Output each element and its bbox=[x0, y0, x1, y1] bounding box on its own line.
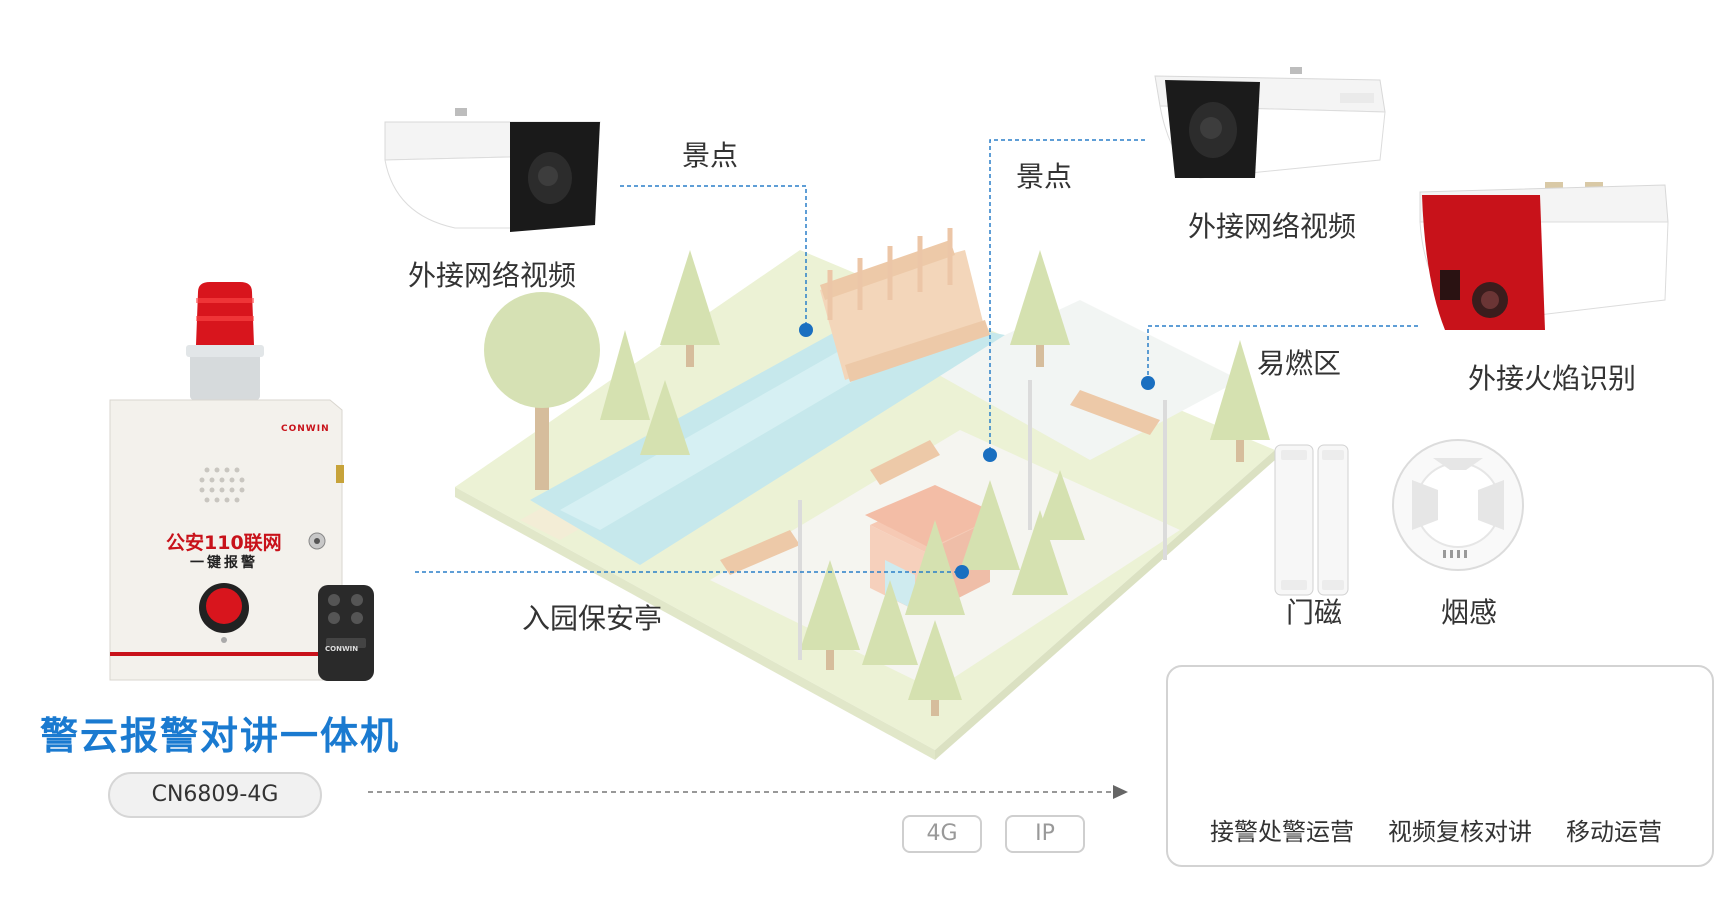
security-booth-label: 入园保安亭 bbox=[522, 602, 663, 635]
smoke-detector-illustration bbox=[1392, 439, 1524, 571]
network-camera-right-illustration bbox=[1154, 67, 1386, 179]
network-badge-ip: IP bbox=[1005, 815, 1085, 853]
leader-lines bbox=[415, 139, 1418, 573]
platform-item-mobile-ops: 移动运营 bbox=[1566, 818, 1662, 846]
flame-camera-illustration bbox=[1419, 182, 1669, 330]
bridge-illustration bbox=[820, 228, 990, 382]
scenic-spot-label-left: 景点 bbox=[682, 139, 739, 172]
door-sensor-label: 门磁 bbox=[1286, 596, 1343, 629]
round-tree-illustration bbox=[484, 292, 600, 490]
scenic-spot-marker-right bbox=[983, 448, 997, 462]
scenic-spot-marker-left bbox=[799, 323, 813, 337]
network-camera-left-illustration bbox=[384, 108, 601, 232]
flammable-zone-marker bbox=[1141, 376, 1155, 390]
alarm-intercom-device-illustration bbox=[109, 282, 374, 681]
platform-item-video-review: 视频复核对讲 bbox=[1388, 818, 1532, 846]
device-panel-line2: 一键报警 bbox=[190, 555, 258, 571]
camera-right-label: 外接网络视频 bbox=[1188, 210, 1357, 243]
smoke-sensor-label: 烟感 bbox=[1441, 596, 1498, 629]
door-sensor-illustration bbox=[1274, 444, 1349, 596]
remote-brand-logo: CONWIN bbox=[325, 645, 359, 653]
scenic-spot-label-right: 景点 bbox=[1016, 160, 1073, 193]
camera-left-label: 外接网络视频 bbox=[408, 259, 577, 292]
arrow-to-platform bbox=[368, 785, 1128, 799]
flame-camera-label: 外接火焰识别 bbox=[1468, 362, 1637, 395]
device-brand-logo: CONWIN bbox=[281, 424, 330, 434]
network-badge-4g: 4G bbox=[902, 815, 982, 853]
product-name: 警云报警对讲一体机 bbox=[40, 714, 401, 758]
park-illustration bbox=[455, 228, 1275, 760]
flammable-zone-label: 易燃区 bbox=[1257, 347, 1342, 380]
security-booth-marker bbox=[955, 565, 969, 579]
model-pill: CN6809-4G bbox=[108, 772, 322, 818]
platform-item-police-ops: 接警处警运营 bbox=[1210, 818, 1354, 846]
platform-panel bbox=[1166, 665, 1714, 867]
device-panel-line1: 公安110联网 bbox=[166, 532, 282, 554]
